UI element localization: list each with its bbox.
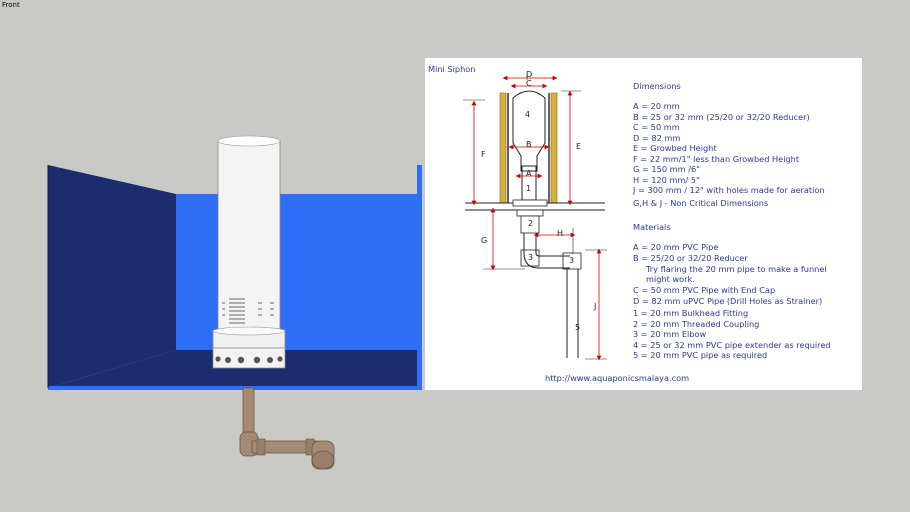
growbed-wall-right bbox=[550, 92, 558, 204]
tank-floor bbox=[48, 350, 420, 388]
drain-pipe bbox=[239, 387, 335, 470]
material-item: Try flaring the 20 mm pipe to make a fun… bbox=[633, 264, 827, 274]
siphon-cross-section bbox=[463, 74, 607, 361]
label-2: 2 bbox=[528, 219, 534, 228]
label-C: C bbox=[526, 79, 532, 88]
label-3a: 3 bbox=[528, 253, 534, 262]
material-item: 3 = 20 mm Elbow bbox=[633, 329, 707, 339]
strainer-holes bbox=[215, 356, 283, 364]
label-D: D bbox=[526, 70, 533, 79]
tank-left-wall bbox=[48, 165, 176, 388]
label-A: A bbox=[526, 169, 532, 178]
tank-scene bbox=[47, 135, 422, 470]
label-H: H bbox=[557, 229, 564, 238]
label-B: B bbox=[526, 140, 532, 149]
dimension-item: H = 120 mm/ 5" bbox=[633, 174, 700, 185]
material-item: 2 = 20 mm Threaded Coupling bbox=[633, 318, 760, 329]
label-3b: 3 bbox=[569, 256, 575, 265]
tank-back-wall bbox=[176, 194, 420, 350]
material-item: 5 = 20 mm PVC pipe as required bbox=[633, 350, 768, 360]
sheet-title: Mini Siphon bbox=[428, 64, 476, 74]
dimension-item: G,H & J - Non Critical Dimensions bbox=[633, 198, 769, 208]
material-item: 4 = 25 or 32 mm PVC pipe extender as req… bbox=[633, 339, 831, 350]
materials-heading: Materials bbox=[633, 222, 671, 232]
dimension-item: C = 50 mm bbox=[633, 122, 680, 132]
dimensions-heading: Dimensions bbox=[633, 81, 681, 91]
label-F: F bbox=[481, 150, 486, 159]
vent-slots bbox=[222, 298, 274, 324]
siphon-assembly bbox=[212, 135, 286, 369]
dimension-item: J = 300 mm / 12" with holes made for aer… bbox=[633, 185, 825, 195]
material-item: might work. bbox=[633, 274, 695, 284]
dimension-item: B = 25 or 32 mm (25/20 or 32/20 Reducer) bbox=[633, 111, 810, 122]
label-1: 1 bbox=[526, 184, 532, 193]
material-item: D = 82 mm uPVC Pipe (Drill Holes as Stra… bbox=[633, 295, 823, 306]
label-G: G bbox=[481, 236, 488, 245]
dimension-item: F = 22 mm/1" less than Growbed Height bbox=[633, 153, 800, 164]
source-url[interactable]: http://www.aquaponicsmalaya.com bbox=[545, 373, 690, 383]
info-sheet: Mini Siphon bbox=[425, 58, 862, 390]
label-5: 5 bbox=[575, 323, 581, 332]
tank-front-edge bbox=[48, 386, 422, 390]
view-label: Front bbox=[2, 1, 20, 9]
label-4: 4 bbox=[525, 110, 531, 119]
material-item: 1 = 20 mm Bulkhead Fitting bbox=[633, 308, 749, 318]
dimension-item: E = Growbed Height bbox=[633, 143, 717, 153]
material-item: B = 25/20 or 32/20 Reducer bbox=[633, 253, 748, 263]
label-E: E bbox=[576, 142, 582, 151]
material-item: A = 20 mm PVC Pipe bbox=[633, 242, 719, 252]
dimension-item: A = 20 mm bbox=[633, 101, 680, 111]
tank-right-edge bbox=[417, 165, 422, 390]
dimension-item: D = 82 mm bbox=[633, 132, 681, 143]
material-item: C = 50 mm PVC Pipe with End Cap bbox=[633, 285, 776, 295]
dimension-item: G = 150 mm /6" bbox=[633, 164, 700, 174]
growbed-wall-left bbox=[499, 92, 507, 204]
label-J: J bbox=[594, 302, 597, 311]
